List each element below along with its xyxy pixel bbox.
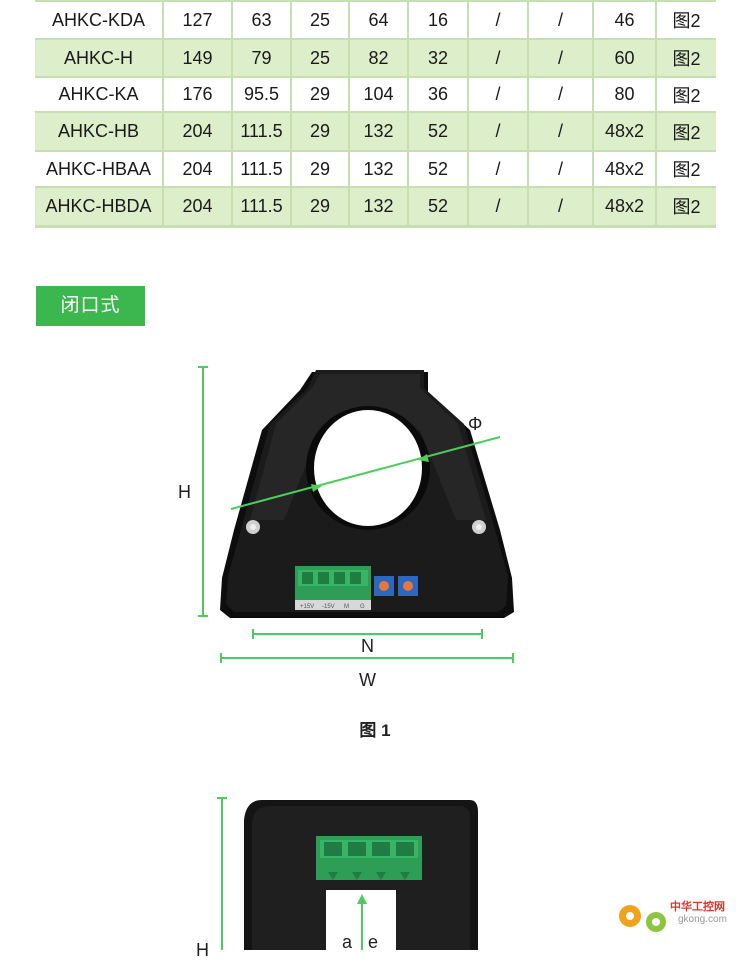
dimension-label-n: N bbox=[361, 636, 374, 656]
dimension-label-a: a bbox=[342, 932, 353, 952]
table-cell: AHKC-KA bbox=[35, 77, 164, 113]
table-cell: / bbox=[528, 112, 594, 152]
dimension-label-h-fig2: H bbox=[196, 940, 209, 960]
table-cell: / bbox=[468, 187, 529, 228]
figure-caption: 图 1 bbox=[359, 721, 391, 740]
terminal-label: +15V bbox=[300, 604, 314, 610]
table-cell: 图2 bbox=[656, 39, 716, 78]
table-row: AHKC-H 149 79 25 82 32 / / 60 图2 bbox=[35, 39, 716, 78]
table-cell: 36 bbox=[408, 77, 469, 113]
table-cell: AHKC-HBAA bbox=[35, 151, 164, 188]
table-cell: 204 bbox=[163, 151, 233, 188]
table-cell: 32 bbox=[408, 39, 469, 78]
sensor-closed-loop-drawing bbox=[220, 370, 514, 618]
table-cell: / bbox=[468, 39, 529, 78]
table-cell: 95.5 bbox=[232, 77, 292, 113]
table-cell: AHKC-H bbox=[35, 39, 164, 78]
gear-logo-icon bbox=[619, 905, 666, 932]
table-cell: 图2 bbox=[656, 187, 716, 228]
table-cell: 63 bbox=[232, 0, 292, 40]
table-cell: 149 bbox=[163, 39, 233, 78]
table-cell: 79 bbox=[232, 39, 292, 78]
table-cell: AHKC-KDA bbox=[35, 0, 164, 40]
watermark-text: 中华工控网 bbox=[670, 901, 725, 913]
table-cell: 132 bbox=[349, 187, 409, 228]
table-cell: 132 bbox=[349, 112, 409, 152]
table-cell: 25 bbox=[291, 0, 350, 40]
table-cell: / bbox=[468, 151, 529, 188]
table-row: AHKC-HB 204 111.5 29 132 52 / / 48x2 图2 bbox=[35, 112, 716, 152]
table-cell: 60 bbox=[593, 39, 657, 78]
table-cell: / bbox=[528, 39, 594, 78]
section-title-banner: 闭口式 bbox=[36, 286, 145, 326]
table-row: AHKC-KDA 127 63 25 64 16 / / 46 图2 bbox=[35, 0, 716, 40]
table-row: AHKC-KA 176 95.5 29 104 36 / / 80 图2 bbox=[35, 77, 716, 113]
table-cell: 48x2 bbox=[593, 151, 657, 188]
dimension-label-e: e bbox=[368, 932, 379, 952]
table-cell: 图2 bbox=[656, 77, 716, 113]
dimension-label-h: H bbox=[178, 482, 191, 502]
dimension-lines bbox=[198, 366, 514, 663]
dimension-label-w: W bbox=[359, 670, 376, 690]
table-cell: 204 bbox=[163, 112, 233, 152]
table-cell: 176 bbox=[163, 77, 233, 113]
table-cell: AHKC-HBDA bbox=[35, 187, 164, 228]
table-cell: / bbox=[528, 187, 594, 228]
table-cell: 80 bbox=[593, 77, 657, 113]
table-cell: 52 bbox=[408, 151, 469, 188]
table-cell: 29 bbox=[291, 77, 350, 113]
table-cell: 46 bbox=[593, 0, 657, 40]
table-cell: 图2 bbox=[656, 151, 716, 188]
table-cell: 25 bbox=[291, 39, 350, 78]
table-cell: / bbox=[468, 77, 529, 113]
table-cell: / bbox=[468, 112, 529, 152]
table-cell: 29 bbox=[291, 151, 350, 188]
table-cell: AHKC-HB bbox=[35, 112, 164, 152]
table-cell: 204 bbox=[163, 187, 233, 228]
terminal-label: -15V bbox=[322, 604, 335, 610]
table-cell: 127 bbox=[163, 0, 233, 40]
table-cell: 104 bbox=[349, 77, 409, 113]
dimension-lines-fig2 bbox=[217, 797, 363, 950]
table-cell: 52 bbox=[408, 112, 469, 152]
table-cell: / bbox=[468, 0, 529, 40]
table-cell: / bbox=[528, 0, 594, 40]
table-cell: 52 bbox=[408, 187, 469, 228]
table-cell: / bbox=[528, 77, 594, 113]
table-cell: 图2 bbox=[656, 112, 716, 152]
table-cell: / bbox=[528, 151, 594, 188]
terminal-label: G bbox=[360, 604, 365, 610]
watermark-url: gkong.com bbox=[678, 914, 727, 925]
table-cell: 111.5 bbox=[232, 112, 292, 152]
table-row: AHKC-HBDA 204 111.5 29 132 52 / / 48x2 图… bbox=[35, 187, 716, 228]
table-cell: 132 bbox=[349, 151, 409, 188]
table-cell: 82 bbox=[349, 39, 409, 78]
table-cell: 48x2 bbox=[593, 187, 657, 228]
table-cell: 48x2 bbox=[593, 112, 657, 152]
table-row: AHKC-HBAA 204 111.5 29 132 52 / / 48x2 图… bbox=[35, 151, 716, 188]
table-cell: 64 bbox=[349, 0, 409, 40]
table-cell: 16 bbox=[408, 0, 469, 40]
terminal-label: M bbox=[344, 604, 349, 610]
table-cell: 111.5 bbox=[232, 151, 292, 188]
table-cell: 111.5 bbox=[232, 187, 292, 228]
spec-table: AHKC-KDA 127 63 25 64 16 / / 46 图2 AHKC-… bbox=[35, 0, 716, 228]
table-cell: 29 bbox=[291, 112, 350, 152]
table-cell: 29 bbox=[291, 187, 350, 228]
dimension-label-diameter: Φ bbox=[468, 414, 483, 434]
table-cell: 图2 bbox=[656, 0, 716, 40]
